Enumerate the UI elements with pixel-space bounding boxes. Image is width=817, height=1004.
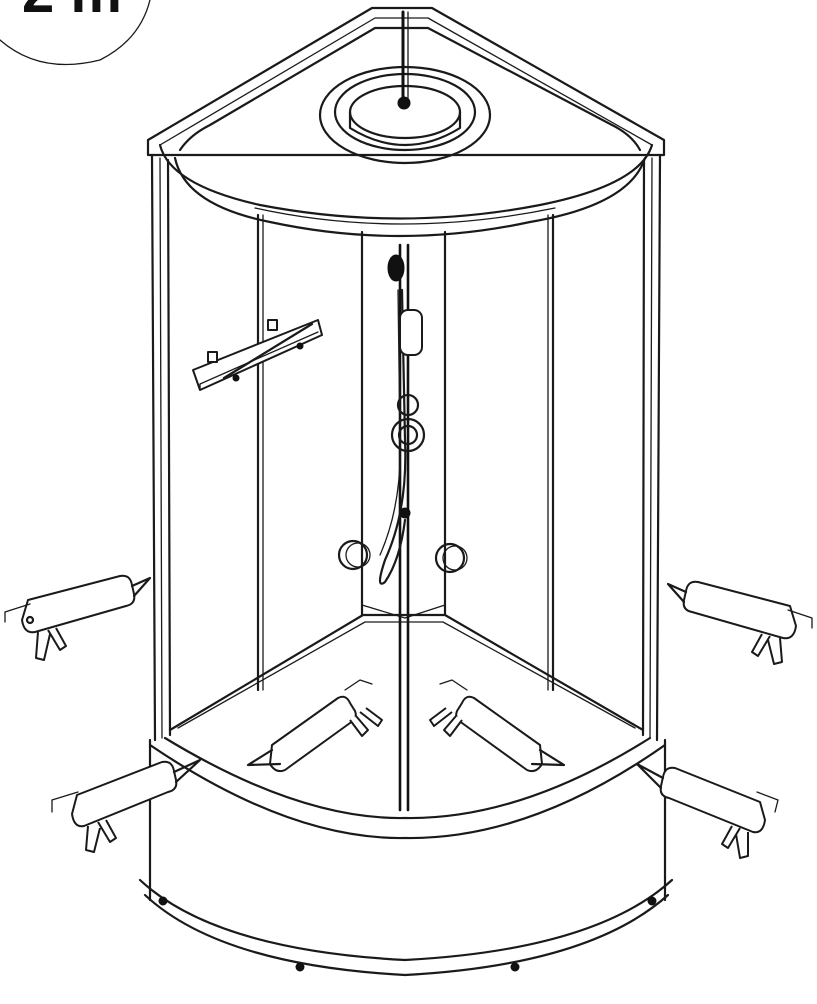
roof-outline (146, 6, 666, 157)
caulking-gun-icon-inner-left (246, 679, 383, 773)
caulking-gun-icon-lower-left (51, 758, 202, 853)
step-badge: 2 m (0, 0, 151, 66)
caulking-gun-icon-lower-right (635, 762, 779, 859)
glass-shelf-icon (192, 319, 323, 391)
overhead-shower-icon (318, 10, 492, 165)
caulking-gun-icon-upper-right (666, 580, 813, 665)
cabin-frame (150, 153, 662, 812)
mixer-knob-left-icon (337, 539, 371, 571)
step-badge-label: 2 m (22, 0, 122, 25)
hand-shower-icon (378, 254, 426, 585)
step-badge-circle (0, 0, 151, 66)
shower-tray (138, 613, 674, 977)
caulking-gun-icon-inner-right (429, 679, 566, 773)
cabin-roof (146, 6, 666, 238)
mixer-knob-right-icon (434, 542, 468, 574)
caulking-gun-icon-upper-left (4, 574, 152, 661)
